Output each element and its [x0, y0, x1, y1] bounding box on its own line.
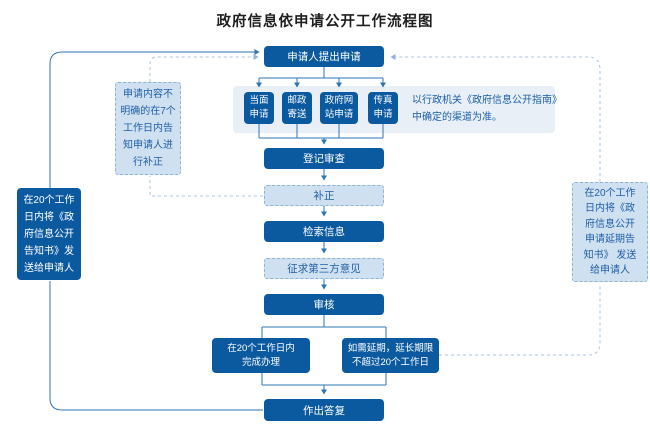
register-review-box: 登记审查: [264, 148, 384, 169]
extension-box: 如需延期，延长期限 不超过20个工作日: [342, 338, 439, 373]
extnotice-to-apply-line: [390, 54, 601, 182]
channel-note: 以行政机关《政府信息公开指南》 中确定的渠道为准。: [412, 95, 562, 123]
extend-to-notice-line: [439, 283, 601, 356]
correction-box: 补正: [264, 185, 384, 206]
channel-box-mail: 邮政 寄送: [282, 92, 312, 124]
extension-notice-box: 在20个工作 日内将《政 府信息公开 申请延期告 知书》 发送 给申请人: [572, 182, 648, 282]
channel-box-inperson: 当面 申请: [244, 92, 274, 124]
review-box: 审核: [264, 294, 384, 315]
channel-box-fax: 传真 申请: [368, 92, 398, 124]
flowchart-title: 政府信息依申请公开工作流程图: [216, 14, 434, 30]
reply-to-notice-line: [49, 281, 263, 411]
notice-to-apply-line: [49, 49, 260, 188]
converge-line: [258, 124, 384, 139]
correction-note-box: 申请内容不 明确的在7个 工作日内告 知申请人进 行补正: [115, 82, 181, 175]
merge-line: [261, 373, 387, 386]
reply-box: 作出答复: [264, 399, 384, 421]
applicant-submit-box: 申请人提出申请: [264, 46, 384, 67]
correction-to-note-line: [149, 176, 263, 197]
split-line: [261, 315, 387, 338]
complete-box: 在20个工作日内 完成办理: [212, 338, 310, 373]
distribute-line: [259, 67, 383, 79]
note-to-apply-line: [149, 54, 259, 82]
search-info-box: 检索信息: [264, 221, 384, 242]
third-party-opinion-box: 征求第三方意见: [264, 258, 384, 279]
channel-box-website: 政府网 站申请: [320, 92, 358, 124]
disclosure-notice-box: 在20个工作 日内将《政 府信息公开 告知书》发 送给申请人: [17, 188, 81, 280]
